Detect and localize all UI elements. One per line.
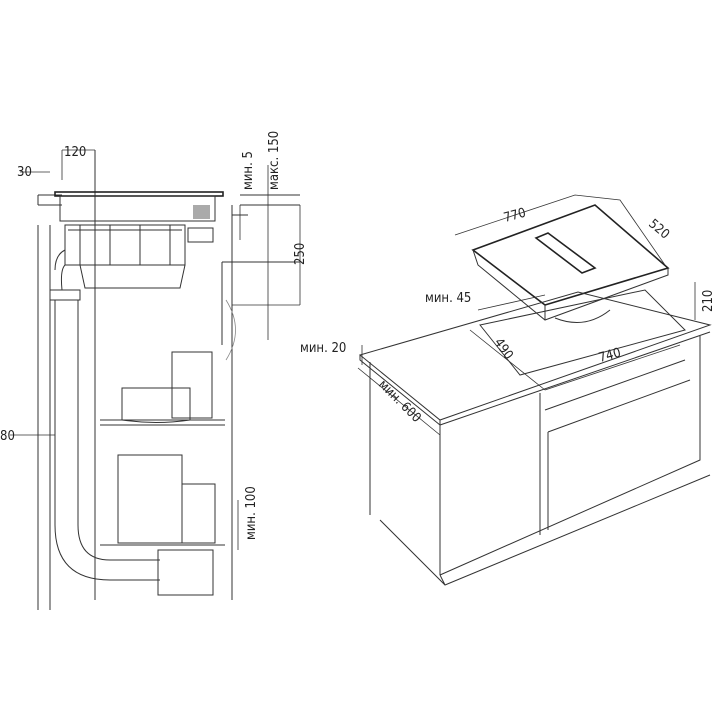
dim-770-label: 770 [502, 206, 527, 226]
dim-min45-label: мин. 45 [425, 291, 471, 306]
worktop-section [37, 194, 300, 216]
fan-housing [64, 224, 186, 266]
dim-520-label: 520 [645, 217, 672, 243]
iso-dimension-lines [357, 194, 696, 436]
hob-glass [54, 191, 224, 197]
dim-max150-label: макс. 150 [267, 131, 282, 190]
pot-upper [121, 351, 213, 423]
plinth-iso [379, 474, 711, 586]
dim-min20-label: мин. 20 [300, 341, 346, 356]
duct-top [49, 249, 81, 301]
hob-top [471, 204, 670, 306]
dim-120-label: 120 [64, 145, 86, 160]
hob-body [59, 195, 216, 222]
dim-min5-label: мин. 5 [241, 151, 256, 190]
dim-80-label: 80 [0, 429, 15, 444]
downdraft-slot [534, 232, 597, 274]
dim-250-label: 250 [293, 243, 308, 265]
shelves [100, 419, 225, 546]
motor-unit [187, 227, 214, 243]
pot-lower [117, 454, 216, 544]
hob-body-iso [472, 249, 669, 321]
dim-30-label: 30 [17, 165, 32, 180]
cabinet-walls [37, 150, 300, 610]
plinth-filter [157, 549, 214, 596]
cutout [479, 289, 686, 376]
dim-490-label: 490 [491, 336, 516, 363]
dimension-lines [10, 149, 301, 550]
side-section-view: 30 120 мин. 5 макс. 150 250 80 мин. 100 [0, 131, 308, 610]
dim-740-label: 740 [597, 346, 622, 366]
dim-210-label: 210 [701, 290, 716, 312]
duct-pipe [54, 300, 160, 581]
door-swing [225, 299, 236, 361]
cabinet-iso [369, 336, 701, 576]
isometric-view: 770 520 210 мин. 45 490 740 мин. 20 мин.… [300, 194, 716, 586]
hob-vent-grille [193, 205, 210, 219]
dim-min100-label: мин. 100 [244, 486, 259, 540]
